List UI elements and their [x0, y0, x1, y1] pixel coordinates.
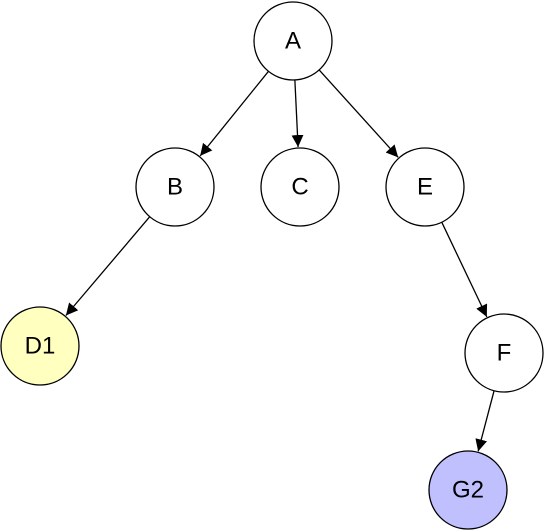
node-circle: [464, 313, 544, 393]
edges-layer: [65, 69, 495, 452]
node-circle: [253, 1, 333, 81]
edge-a-b: [199, 70, 269, 157]
node-circle: [428, 450, 508, 530]
node-a: A: [253, 1, 333, 81]
node-f: F: [464, 313, 544, 393]
node-c: C: [260, 147, 340, 227]
edge-f-g2: [475, 390, 495, 452]
edge-b-d1: [65, 216, 151, 316]
edge-a-c: [291, 79, 304, 148]
node-label: D1: [25, 333, 56, 360]
node-label: B: [167, 174, 183, 201]
node-g2: G2: [428, 450, 508, 530]
node-circle: [385, 147, 465, 227]
edge-e-f: [441, 221, 488, 318]
node-b: B: [135, 147, 215, 227]
node-label: C: [291, 174, 308, 201]
node-d1: D1: [0, 306, 80, 386]
edge-a-e: [318, 69, 399, 158]
node-circle: [135, 147, 215, 227]
node-circle: [260, 147, 340, 227]
node-label: F: [497, 340, 512, 367]
node-circle: [0, 306, 80, 386]
node-label: E: [417, 174, 433, 201]
node-e: E: [385, 147, 465, 227]
node-label: A: [285, 28, 301, 55]
node-label: G2: [452, 477, 484, 504]
